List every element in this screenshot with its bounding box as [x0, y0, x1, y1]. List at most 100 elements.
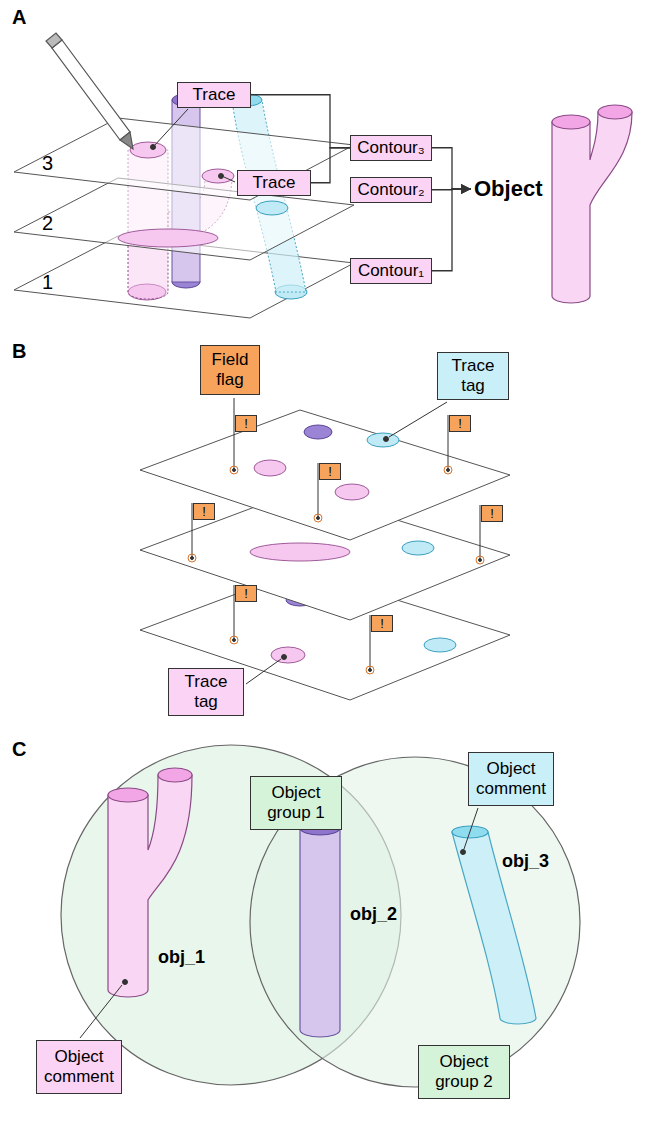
object-group-region — [61, 745, 580, 1087]
flag-pole-part — [447, 469, 450, 472]
flag-marker: ! — [481, 505, 503, 522]
object-shape — [552, 105, 632, 303]
flag-pole-part — [230, 466, 238, 474]
plane-stack-a — [14, 94, 354, 260]
node-text: Trace — [193, 85, 236, 105]
leader-line — [80, 808, 478, 1038]
object-heading: Object — [472, 176, 544, 202]
object-comment-box: Object comment — [36, 1040, 122, 1094]
flag-pole-part — [234, 398, 235, 470]
object-name: obj_2 — [350, 905, 397, 925]
flag-pole-part — [444, 466, 452, 474]
section-number: 1 — [42, 271, 53, 293]
flag-pole-part — [479, 559, 482, 562]
plane-stack-b-part — [402, 541, 434, 555]
node-text: Contour₃ — [357, 138, 424, 158]
pencil-part — [52, 40, 130, 140]
node-text: ! — [244, 587, 248, 600]
node-text: Object — [474, 176, 542, 201]
trace-tag-box: Trace tag — [168, 668, 244, 716]
leader-line-part — [219, 174, 224, 179]
plane-stack-a-part — [256, 201, 288, 215]
object-comment-box: Object comment — [468, 752, 554, 806]
node-text: Trace — [253, 173, 296, 193]
leader-line-part — [80, 985, 122, 1038]
flag-marker: ! — [193, 503, 215, 520]
object-shape-part — [598, 105, 632, 119]
field-flag-box: Field flag — [200, 345, 260, 395]
section-number: 3 — [42, 152, 53, 174]
node-text: Object group 1 — [256, 783, 336, 822]
object-shape-part — [158, 768, 192, 782]
node-text: Trace tag — [443, 356, 503, 395]
flag-pole-part — [233, 469, 236, 472]
object-shape-part — [300, 828, 340, 1037]
pencil-part — [46, 33, 62, 48]
leader-line-part — [464, 808, 478, 849]
contour-box: Contour₁ — [350, 258, 432, 284]
node-text: Contour₁ — [358, 261, 424, 281]
connector — [432, 148, 471, 189]
node-text: ! — [490, 507, 494, 520]
flag-pole-part — [476, 556, 484, 564]
trace-box: Trace — [237, 170, 311, 196]
leader-line-part — [384, 437, 389, 442]
flag-pole-part — [233, 639, 236, 642]
flag-pole-part — [369, 669, 372, 672]
object-shape-part — [552, 112, 632, 303]
flag-marker: ! — [235, 415, 257, 432]
node-text: ! — [328, 465, 332, 478]
leader-line-part — [389, 402, 447, 437]
leader-line-part — [224, 177, 235, 182]
leader-line-part — [123, 980, 128, 985]
object-shape-part — [552, 115, 590, 129]
trace-tag-box: Trace tag — [437, 352, 509, 400]
node-text: ! — [458, 417, 462, 430]
object-group-box: Object group 2 — [418, 1045, 510, 1099]
leader-line-part — [154, 109, 188, 146]
flag-pole-part — [188, 554, 196, 562]
flag-marker: ! — [319, 463, 341, 480]
node-text: Contour₂ — [357, 180, 424, 200]
flag-pole-part — [191, 557, 194, 560]
contour-box: Contour₃ — [350, 135, 432, 161]
plane-stack-b-part — [367, 433, 399, 447]
section-number: 2 — [42, 212, 53, 234]
node-text: Trace tag — [174, 672, 238, 711]
flag-marker: ! — [371, 615, 393, 632]
leader-line — [151, 109, 236, 182]
panel-letter: A — [12, 6, 26, 28]
plane-stack-a-part — [14, 118, 354, 200]
object-name: obj_3 — [502, 852, 549, 872]
object-name: obj_1 — [158, 948, 205, 968]
leader-line-part — [461, 850, 466, 855]
connector — [432, 189, 471, 271]
plane-stack-b-part — [271, 647, 305, 663]
pencil — [46, 33, 133, 149]
panel-letter: C — [12, 738, 26, 760]
plane-stack-b-part — [304, 425, 332, 439]
leader-line — [246, 402, 447, 684]
panel-letter: B — [12, 340, 26, 362]
flag-marker: ! — [235, 585, 257, 602]
object-group-region-part — [250, 757, 580, 1087]
contour-box: Contour₂ — [350, 177, 432, 203]
node-text: Object group 2 — [424, 1052, 504, 1091]
trace-box: Trace — [177, 82, 251, 108]
node-text: ! — [380, 617, 384, 630]
leader-line-part — [246, 659, 281, 684]
flag-pole-part — [314, 514, 322, 522]
flag-marker: ! — [449, 415, 471, 432]
node-text: Field flag — [206, 350, 254, 389]
pencil-part — [120, 132, 133, 149]
flag-pole-part — [317, 517, 320, 520]
plane-stack-b-part — [254, 460, 286, 476]
plane-stack-b-part — [140, 410, 510, 540]
plane-stack-a-part — [118, 229, 218, 247]
leader-line-part — [282, 655, 287, 660]
plane-stack-a-part — [130, 142, 166, 158]
